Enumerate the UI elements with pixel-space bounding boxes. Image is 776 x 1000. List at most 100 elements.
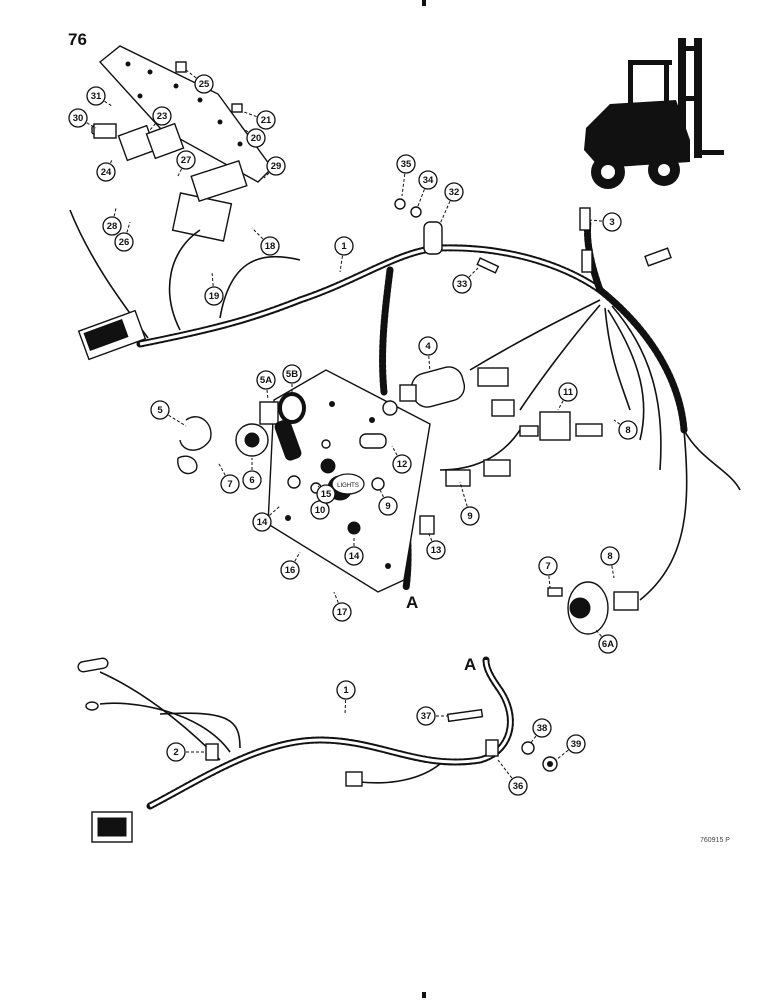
callout-leader-16 (289, 551, 301, 571)
callout-label-3: 3 (609, 217, 614, 228)
callout-bubble-11 (558, 382, 578, 402)
harness-plug-connector (77, 309, 147, 361)
top-clamp-hardware (93, 61, 500, 274)
callout-bubble-4 (418, 336, 438, 356)
callout-bubble-2 (166, 742, 186, 762)
callout-label-36: 36 (513, 781, 524, 792)
callout-label-26: 26 (119, 237, 130, 248)
callout-bubble-30 (68, 108, 88, 128)
callout-bubble-5b (282, 364, 302, 384)
lower-harness (77, 656, 558, 843)
callout-label-2: 2 (173, 747, 178, 758)
callout-leader-13 (427, 531, 437, 551)
callout-layer: 1123455A5B66A778899101112131414151617181… (68, 69, 638, 796)
callout-label-8: 8 (625, 425, 630, 436)
callout-label-4: 4 (425, 341, 431, 352)
bullet-connectors (579, 207, 672, 273)
callout-label-20: 20 (251, 133, 262, 144)
callout-bubble-32 (444, 182, 464, 202)
callout-label-32: 32 (449, 187, 460, 198)
callout-label-28: 28 (107, 221, 118, 232)
callout-leader-33 (461, 267, 479, 285)
callout-label-27: 27 (181, 155, 192, 166)
callout-bubble-25 (194, 74, 214, 94)
callout-bubble-9 (378, 496, 398, 516)
callout-leader-18 (251, 227, 271, 247)
callout-label-10: 10 (315, 505, 326, 516)
callout-bubble-37 (416, 706, 436, 726)
callout-leader-25 (185, 69, 205, 85)
sending-unit (399, 366, 509, 408)
callout-leader-12 (391, 445, 403, 465)
callout-bubble-39 (566, 734, 586, 754)
callout-leader-14 (261, 505, 281, 523)
callout-leader-23 (149, 115, 163, 131)
callout-label-14: 14 (349, 551, 360, 562)
indicator-sub-assembly (547, 581, 639, 635)
callout-bubble-20 (246, 128, 266, 148)
callout-leader-7 (547, 565, 551, 589)
callout-leader-6a (595, 629, 609, 645)
callout-bubble-14 (344, 546, 364, 566)
callout-label-33: 33 (457, 279, 468, 290)
section-mark-a-lower: A (464, 655, 476, 674)
callout-label-5a: 5A (260, 375, 272, 386)
callout-label-38: 38 (537, 723, 548, 734)
callout-label-8: 8 (607, 551, 612, 562)
callout-bubble-1 (334, 236, 354, 256)
callout-bubble-38 (532, 718, 552, 738)
callout-bubble-29 (266, 156, 286, 176)
callout-leader-8 (609, 555, 615, 579)
callout-bubble-13 (426, 540, 446, 560)
callout-label-35: 35 (401, 159, 412, 170)
callout-leader-38 (529, 727, 543, 745)
callout-bubble-6a (598, 634, 618, 654)
callout-leader-4 (427, 345, 431, 373)
callout-leader-7 (217, 461, 231, 485)
callout-label-30: 30 (73, 113, 84, 124)
callout-bubble-28 (102, 216, 122, 236)
callout-label-5: 5 (157, 405, 163, 416)
callout-bubble-1 (336, 680, 356, 700)
callout-label-24: 24 (101, 167, 112, 178)
callout-bubble-17 (332, 602, 352, 622)
callout-leader-1 (344, 689, 347, 716)
callout-bubble-6 (242, 470, 262, 490)
callout-label-7: 7 (227, 479, 232, 490)
callout-label-12: 12 (397, 459, 408, 470)
callout-label-6a: 6A (602, 639, 614, 650)
callout-leader-39 (555, 743, 577, 761)
top-crop-mark (422, 0, 426, 6)
forklift-silhouette (584, 38, 724, 189)
panel-components (177, 392, 387, 489)
callout-bubble-21 (256, 110, 276, 130)
callout-bubble-23 (152, 106, 172, 126)
callout-bubble-5 (150, 400, 170, 420)
callout-bubble-16 (280, 560, 300, 580)
callout-label-13: 13 (431, 545, 442, 556)
callout-label-25: 25 (199, 79, 210, 90)
page-number: 76 (68, 30, 87, 49)
callout-bubble-12 (392, 454, 412, 474)
callout-leader-26 (123, 221, 131, 243)
callout-bubble-24 (96, 162, 116, 182)
callout-leader-17 (333, 591, 343, 613)
callout-label-5b: 5B (286, 369, 298, 380)
callout-label-37: 37 (421, 711, 432, 722)
callout-leader-5a (265, 379, 269, 401)
bottom-crop-mark (422, 992, 426, 998)
callout-label-6: 6 (249, 475, 254, 486)
callout-bubble-34 (418, 170, 438, 190)
callout-label-9: 9 (385, 501, 390, 512)
callout-label-31: 31 (91, 91, 102, 102)
callout-label-17: 17 (337, 607, 348, 618)
callout-leader-11 (557, 391, 569, 411)
callout-leader-19 (211, 271, 215, 297)
callout-bubble-15 (316, 484, 336, 504)
callout-bubble-36 (508, 776, 528, 796)
callout-label-29: 29 (271, 161, 282, 172)
callout-bubble-3 (602, 212, 622, 232)
callout-bubble-8 (600, 546, 620, 566)
callout-bubble-18 (260, 236, 280, 256)
